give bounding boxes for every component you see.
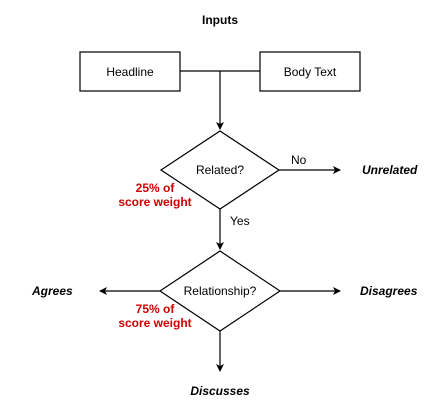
relationship-label: Relationship? [184, 284, 257, 298]
relationship-decision: Relationship? [158, 250, 282, 332]
unrelated-outcome: Unrelated [362, 163, 418, 177]
yes-edge-label: Yes [230, 214, 250, 228]
headline-node: Headline [79, 51, 181, 92]
relationship-weight-line2: score weight [118, 316, 191, 330]
body-text-node: Body Text [259, 51, 361, 92]
related-label: Related? [196, 163, 244, 177]
body-text-label: Body Text [284, 65, 337, 79]
discusses-outcome: Discusses [190, 384, 250, 398]
related-weight-line2: score weight [118, 195, 191, 209]
diagram-title: Inputs [202, 13, 238, 27]
related-weight-line1: 25% of [136, 181, 176, 195]
agrees-outcome: Agrees [31, 284, 73, 298]
disagrees-outcome: Disagrees [360, 284, 418, 298]
no-edge-label: No [291, 153, 307, 167]
headline-label: Headline [106, 65, 154, 79]
relationship-weight-line1: 75% of [136, 302, 176, 316]
